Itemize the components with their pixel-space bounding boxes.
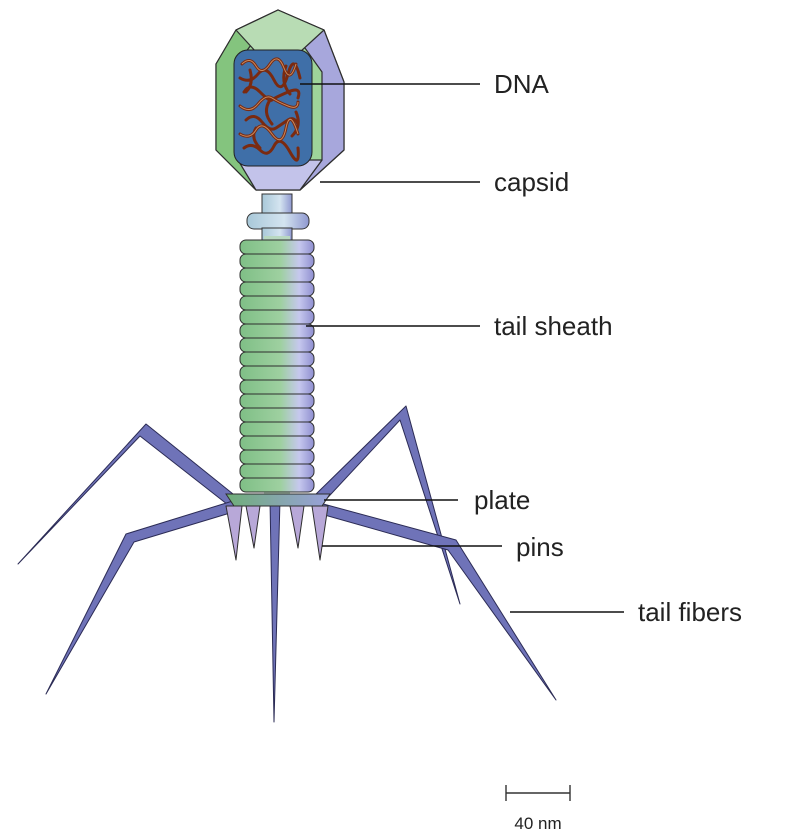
tail-fiber-lower-left: [46, 500, 240, 694]
scale-bar: [506, 785, 570, 801]
pin: [312, 506, 328, 560]
labels: DNA capsid tail sheath plate pins tail f…: [474, 69, 742, 627]
label-plate: plate: [474, 485, 530, 515]
tail-fiber-upper-right: [312, 406, 460, 604]
label-capsid: capsid: [494, 167, 569, 197]
tail-sheath: [240, 236, 314, 496]
label-dna: DNA: [494, 69, 550, 99]
label-tail-fibers: tail fibers: [638, 597, 742, 627]
pin: [246, 506, 260, 548]
scale-bar-label: 40 nm: [514, 814, 561, 833]
pin: [290, 506, 304, 548]
leader-lines: [300, 84, 624, 612]
tail-fiber-center: [270, 500, 280, 722]
dna: [234, 50, 312, 166]
sheath-rings: [240, 240, 314, 492]
pin: [226, 506, 242, 560]
label-pins: pins: [516, 532, 564, 562]
base-plate: [226, 494, 330, 506]
neck: [247, 194, 309, 242]
label-tail-sheath: tail sheath: [494, 311, 613, 341]
